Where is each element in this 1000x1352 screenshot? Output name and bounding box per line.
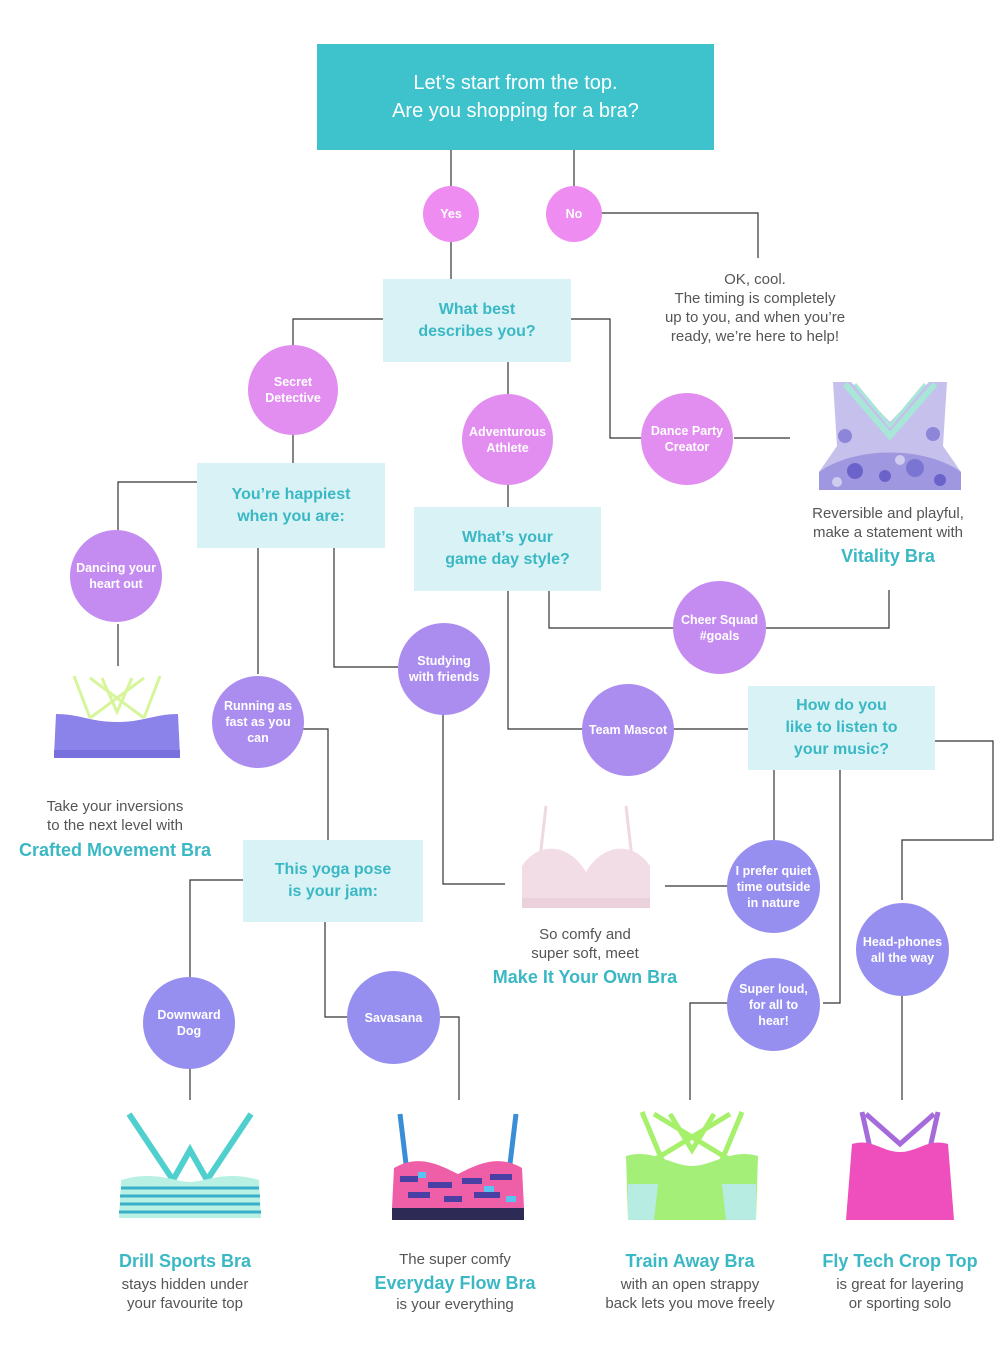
- no-message-line3: up to you, and when you’re: [664, 309, 846, 326]
- drill-sports-bra-name: Drill Sports Bra: [118, 1251, 252, 1271]
- train-away-bra-name: Train Away Bra: [625, 1251, 755, 1271]
- music-question-box: How do you like to listen to your music?: [748, 686, 935, 770]
- secret-detective-circle: Secret Detective: [248, 345, 338, 435]
- vitality-bra-image: [819, 382, 961, 490]
- make-own-desc-line2: super soft, meet: [531, 945, 639, 962]
- no-message-line4: ready, we’re here to help!: [670, 328, 840, 345]
- describes-question-box: What best describes you?: [383, 279, 571, 362]
- fly-tech-crop-top-image: [846, 1111, 954, 1220]
- team-mascot-label: Team Mascot: [588, 723, 668, 737]
- no-label: No: [565, 207, 583, 221]
- game-day-question-box: What’s your game day style?: [414, 507, 601, 591]
- music-line1: How do you: [796, 697, 887, 714]
- happiest-line2: when you are:: [237, 507, 345, 525]
- running-circle: Running as fast as you can: [212, 676, 304, 768]
- crafted-desc-line1: Take your inversions: [46, 798, 184, 815]
- crafted-desc: Take your inversions to the next level w…: [0, 797, 230, 835]
- secret-detective-label: Secret Detective: [265, 375, 321, 405]
- adventurous-athlete-label: Adventurous Athlete: [468, 424, 547, 455]
- train-away-bra-image: [626, 1111, 758, 1220]
- music-line2: like to listen to: [785, 719, 898, 736]
- happiest-question-box: You’re happiest when you are:: [197, 463, 385, 548]
- crafted-desc-line2: to the next level with: [47, 817, 183, 834]
- super-loud-label: Super loud, for all to hear!: [739, 981, 808, 1028]
- cheer-squad-circle: Cheer Squad #goals: [673, 581, 766, 674]
- no-circle: No: [546, 186, 602, 242]
- everyday-desc-bottom: is your everything: [396, 1296, 514, 1313]
- dancing-circle: Dancing your heart out: [70, 530, 162, 622]
- vitality-desc: Reversible and playful, make a statement…: [778, 504, 998, 542]
- headphones-label: Head-phones all the way: [862, 934, 943, 965]
- make-own-desc: So comfy and super soft, meet: [480, 925, 690, 963]
- savasana-circle: Savasana: [347, 971, 440, 1064]
- start-question-box: Let’s start from the top. Are you shoppi…: [317, 44, 714, 150]
- fly-tech-desc-line1: is great for layering: [836, 1276, 964, 1293]
- vitality-bra-name: Vitality Bra: [841, 546, 935, 566]
- dancing-label: Dancing your heart out: [76, 561, 156, 591]
- downward-dog-circle: Downward Dog: [143, 977, 235, 1069]
- describes-line1: What best: [438, 300, 516, 318]
- dance-party-creator-circle: Dance Party Creator: [641, 393, 733, 485]
- team-mascot-circle: Team Mascot: [582, 684, 674, 776]
- everyday-flow-bra-image: [392, 1113, 524, 1220]
- vitality-desc-line2: make a statement with: [812, 524, 964, 541]
- game-day-line2: game day style?: [445, 551, 570, 568]
- no-message-line2: The timing is completely: [674, 290, 836, 307]
- headphones-circle: Head-phones all the way: [856, 903, 949, 996]
- drill-desc-line2: your favourite top: [127, 1295, 243, 1312]
- start-question-line1: Let’s start from the top.: [413, 72, 618, 94]
- crafted-movement-bra-image: [54, 675, 180, 758]
- cheer-squad-label: Cheer Squad #goals: [680, 612, 759, 643]
- studying-circle: Studying with friends: [398, 623, 490, 715]
- game-day-line1: What’s your: [462, 529, 553, 546]
- drill-desc-line1: stays hidden under: [121, 1276, 249, 1293]
- yoga-line1: This yoga pose: [274, 861, 392, 878]
- start-question-line2: Are you shopping for a bra?: [392, 100, 639, 122]
- yoga-line2: is your jam:: [288, 883, 378, 900]
- train-away-desc: with an open strappy back lets you move …: [575, 1275, 805, 1313]
- make-it-your-own-bra-image: [522, 805, 650, 908]
- fly-tech-desc: is great for layering or sporting solo: [800, 1275, 1000, 1313]
- yes-label: Yes: [440, 207, 462, 221]
- downward-dog-label: Downward Dog: [157, 1008, 221, 1038]
- adventurous-athlete-circle: Adventurous Athlete: [462, 394, 553, 485]
- train-away-desc-line1: with an open strappy: [620, 1276, 760, 1293]
- make-own-desc-line1: So comfy and: [539, 926, 631, 943]
- quiet-time-label: I prefer quiet time outside in nature: [735, 863, 812, 910]
- dance-party-creator-label: Dance Party Creator: [650, 424, 724, 454]
- running-label: Running as fast as you can: [223, 699, 293, 745]
- everyday-flow-bra-name: Everyday Flow Bra: [374, 1273, 536, 1293]
- make-it-your-own-bra-name: Make It Your Own Bra: [492, 967, 678, 987]
- vitality-desc-line1: Reversible and playful,: [812, 505, 964, 522]
- train-away-desc-line2: back lets you move freely: [605, 1295, 775, 1312]
- studying-label: Studying with friends: [408, 654, 480, 684]
- no-message-line1: OK, cool.: [724, 271, 786, 288]
- yes-circle: Yes: [423, 186, 479, 242]
- happiest-line1: You’re happiest: [231, 485, 351, 503]
- no-message: OK, cool. The timing is completely up to…: [630, 270, 880, 346]
- crafted-movement-bra-name: Crafted Movement Bra: [18, 840, 212, 860]
- savasana-label: Savasana: [364, 1010, 423, 1025]
- describes-line2: describes you?: [418, 322, 536, 340]
- everyday-desc-top: The super comfy: [399, 1251, 511, 1268]
- yoga-question-box: This yoga pose is your jam:: [243, 840, 423, 922]
- drill-desc: stays hidden under your favourite top: [85, 1275, 285, 1313]
- drill-sports-bra-image: [119, 1112, 261, 1218]
- music-line3: your music?: [793, 741, 890, 758]
- fly-tech-desc-line2: or sporting solo: [848, 1295, 952, 1312]
- quiet-time-circle: I prefer quiet time outside in nature: [727, 840, 820, 933]
- fly-tech-crop-top-name: Fly Tech Crop Top: [822, 1251, 978, 1271]
- super-loud-circle: Super loud, for all to hear!: [727, 958, 820, 1051]
